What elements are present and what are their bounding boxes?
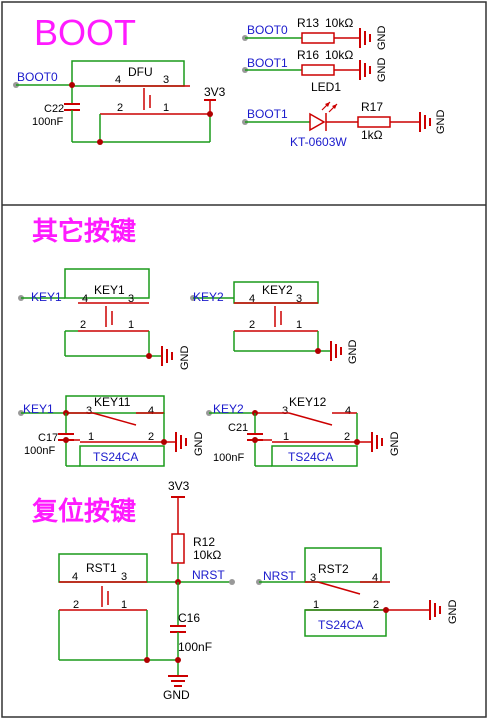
svg-text:TS24CA: TS24CA	[93, 450, 138, 464]
svg-text:4: 4	[115, 74, 121, 86]
reset-switch-rst2: NRST RST2 3 4 1 2 TS24CA GND	[256, 547, 459, 637]
svg-text:KEY1: KEY1	[31, 290, 62, 304]
svg-text:4: 4	[148, 405, 154, 417]
svg-text:4: 4	[372, 572, 378, 584]
svg-text:1: 1	[88, 431, 94, 443]
svg-text:3: 3	[296, 293, 302, 305]
cap-ref-c22: C22	[44, 103, 64, 115]
svg-text:3V3: 3V3	[168, 479, 190, 493]
net-label-boot0: BOOT0	[17, 70, 58, 84]
svg-text:1: 1	[128, 319, 134, 331]
svg-text:RST2: RST2	[318, 562, 349, 576]
svg-text:TS24CA: TS24CA	[318, 618, 363, 632]
svg-text:1: 1	[313, 599, 319, 611]
net-label-boot1: BOOT1	[247, 107, 288, 121]
svg-text:2: 2	[249, 319, 255, 331]
svg-text:100nF: 100nF	[24, 445, 55, 457]
svg-text:10kΩ: 10kΩ	[325, 48, 353, 62]
power-label-3v3: 3V3	[204, 85, 226, 99]
svg-text:3: 3	[282, 405, 288, 417]
svg-text:3: 3	[163, 74, 169, 86]
key-switch-key2: KEY2 KEY2 4 3 2 1 GND	[190, 281, 359, 365]
svg-text:1: 1	[121, 599, 127, 611]
svg-text:3: 3	[310, 572, 316, 584]
reset-title: 复位按键	[32, 496, 136, 526]
svg-text:10kΩ: 10kΩ	[325, 16, 353, 30]
svg-text:1: 1	[283, 431, 289, 443]
led-part-number: KT-0603W	[290, 135, 347, 149]
key-switch-key12: KEY2 KEY12 3 4 C21 100nF 1 2 TS24CA GND	[206, 395, 401, 467]
svg-text:GND: GND	[179, 346, 191, 371]
svg-text:GND: GND	[193, 432, 205, 457]
boot-title: BOOT	[34, 12, 136, 53]
svg-text:C21: C21	[228, 422, 248, 434]
svg-text:NRST: NRST	[263, 569, 296, 583]
svg-text:R17: R17	[361, 100, 383, 114]
svg-text:R13: R13	[297, 16, 319, 30]
svg-text:KEY2: KEY2	[193, 290, 224, 304]
svg-text:4: 4	[82, 293, 88, 305]
svg-text:R16: R16	[297, 48, 319, 62]
svg-text:2: 2	[80, 319, 86, 331]
svg-text:GND: GND	[389, 432, 401, 457]
svg-text:4: 4	[72, 571, 78, 583]
svg-text:GND: GND	[347, 340, 359, 365]
svg-text:GND: GND	[376, 58, 388, 83]
svg-text:KEY12: KEY12	[289, 395, 327, 409]
svg-text:1: 1	[163, 102, 169, 114]
svg-text:100nF: 100nF	[213, 452, 244, 464]
svg-text:3: 3	[86, 405, 92, 417]
svg-text:GND: GND	[435, 110, 447, 135]
svg-text:2: 2	[148, 431, 154, 443]
svg-text:10kΩ: 10kΩ	[193, 548, 221, 562]
svg-text:1: 1	[296, 319, 302, 331]
svg-text:4: 4	[249, 293, 255, 305]
switch-name-dfu: DFU	[128, 65, 153, 79]
svg-text:GND: GND	[163, 688, 190, 702]
svg-text:LED1: LED1	[311, 80, 341, 94]
svg-text:C16: C16	[178, 611, 200, 625]
svg-text:RST1: RST1	[86, 561, 117, 575]
cap-value-c22: 100nF	[32, 116, 63, 128]
svg-text:1kΩ: 1kΩ	[361, 128, 383, 142]
svg-text:KEY11: KEY11	[94, 395, 131, 409]
svg-text:NRST: NRST	[192, 568, 225, 582]
svg-text:2: 2	[73, 599, 79, 611]
svg-text:100nF: 100nF	[178, 640, 212, 654]
svg-text:GND: GND	[376, 26, 388, 51]
led-indicator-led1: LED1 BOOT1 KT-0603W R17 1kΩ GND	[242, 80, 447, 149]
resistor-r16: BOOT1 R16 10kΩ GND	[242, 48, 388, 82]
svg-text:3: 3	[128, 293, 134, 305]
other-keys-title: 其它按键	[32, 216, 136, 246]
svg-text:KEY2: KEY2	[262, 283, 293, 297]
svg-text:2: 2	[344, 431, 350, 443]
svg-text:4: 4	[345, 405, 351, 417]
svg-text:KEY1: KEY1	[94, 283, 125, 297]
svg-text:GND: GND	[447, 600, 459, 625]
boot-switch-dfu: BOOT0 DFU 4 3 2 1 3V3 C22 100nF	[13, 60, 226, 145]
svg-text:TS24CA: TS24CA	[288, 450, 333, 464]
svg-text:R12: R12	[193, 535, 215, 549]
svg-text:2: 2	[117, 102, 123, 114]
key-switch-key11: KEY1 KEY11 3 4 C17 100nF 1 2 TS24CA GND	[18, 395, 205, 467]
net-label-boot1: BOOT1	[247, 56, 288, 70]
resistor-r13: BOOT0 R13 10kΩ GND	[242, 16, 388, 50]
reset-circuit-rst1: 3V3 R12 10kΩ NRST RST1 4 3 2 1 C16 100nF	[58, 479, 235, 702]
net-label-boot0: BOOT0	[247, 23, 288, 37]
svg-text:C17: C17	[38, 432, 58, 444]
svg-text:2: 2	[373, 599, 379, 611]
key-switch-key1: KEY1 KEY1 4 3 2 1 GND	[18, 268, 191, 371]
svg-text:KEY1: KEY1	[23, 402, 54, 416]
svg-text:KEY2: KEY2	[213, 402, 244, 416]
svg-text:3: 3	[121, 571, 127, 583]
